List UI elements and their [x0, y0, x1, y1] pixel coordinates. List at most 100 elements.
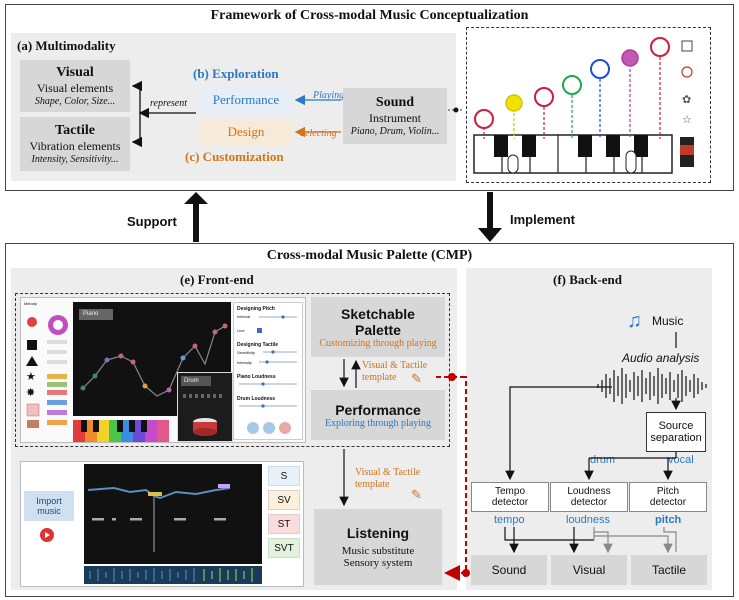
visual-line2: Shape, Color, Size... [34, 96, 116, 107]
app-drum-visual [183, 394, 222, 436]
svg-text:✸: ✸ [26, 387, 35, 399]
tactile-title: Tactile [55, 123, 95, 138]
pitch-label: pitch [655, 514, 682, 526]
exploration-label: (b) Exploration [193, 66, 279, 81]
implement-label: Implement [510, 212, 576, 227]
app-color-swatches [47, 340, 67, 425]
frontend-label: (e) Front-end [180, 272, 254, 287]
mode-s-button[interactable]: S [268, 466, 300, 486]
output-visual-text: Visual [572, 563, 606, 577]
frontend-dashed-group [15, 293, 450, 447]
app-drum-tag: Drum [181, 376, 211, 386]
framework-container [5, 4, 734, 191]
app-sliders [239, 315, 297, 434]
performance-text: Performance [212, 92, 280, 107]
app-designing-tactile: Designing Tactile [237, 342, 279, 348]
drum-icon [193, 418, 217, 436]
design-text: Design [227, 124, 265, 139]
selecting-label: Selecting [300, 128, 337, 139]
tactile-box: Tactile Vibration elements Intensity, Se… [20, 117, 130, 171]
vt-template-label-2: Visual & Tactile template [355, 467, 421, 490]
cmp-title: Cross-modal Music Palette (CMP) [266, 248, 473, 263]
sketchable-sub: Customizing through playing [319, 337, 437, 349]
app-piano-tag: Piano [79, 309, 113, 320]
import-music-label: Import music [36, 496, 62, 516]
app-drum-loudness: Drum Loudness [237, 396, 276, 402]
backend-label: (f) Back-end [553, 272, 622, 287]
app-colored-keyboard [73, 420, 169, 442]
app-settings-panel [233, 302, 303, 440]
tempo-label: tempo [494, 514, 525, 526]
sound-title: Sound [375, 95, 415, 110]
audio-waveform [597, 368, 707, 404]
app-intensity: Intensity [237, 360, 252, 365]
mode-st-button[interactable]: ST [268, 514, 300, 534]
import-music-button[interactable]: Import music [24, 491, 74, 521]
output-sound-box: Sound [471, 555, 547, 585]
listening-title: Listening [346, 525, 410, 541]
app-piano-loudness: Piano Loudness [237, 374, 276, 380]
listening-box: Listening Music substitute Sensory syste… [314, 509, 442, 585]
app-melody-label: Melody [24, 301, 37, 306]
mode-svt-button[interactable]: SVT [268, 538, 300, 558]
tactile-line1: Vibration elements [29, 139, 121, 153]
sound-line1: Instrument [369, 111, 421, 125]
mode-sv-label: SV [277, 494, 291, 506]
tempo-detector-box: Tempo detector [471, 482, 549, 512]
paint-brush-icon-2: ✎ [411, 487, 422, 502]
sound-box: Sound Instrument Piano, Drum, Violin... [343, 88, 447, 144]
output-tactile-text: Tactile [651, 563, 686, 577]
vocal-label: vocal [668, 454, 694, 466]
represent-label: represent [150, 98, 188, 109]
source-separation-text: Source separation [650, 420, 702, 444]
pitch-detector-text: Pitch detector [649, 486, 687, 508]
listening-waveform [84, 566, 262, 584]
paint-brush-icon: ✎ [411, 371, 422, 386]
cmp-container [5, 243, 734, 597]
audio-analysis-label: Audio analysis [622, 351, 700, 365]
design-box: Design [200, 119, 292, 145]
app-interval: Interval [237, 314, 251, 319]
mode-svt-label: SVT [274, 542, 294, 554]
customization-label: (c) Customization [185, 149, 284, 164]
listening-visual [87, 484, 231, 552]
visual-title: Visual [56, 65, 94, 80]
output-sound-text: Sound [491, 563, 527, 577]
playing-label: Playing [313, 90, 345, 101]
visual-box: Visual Visual elements Shape, Color, Siz… [20, 60, 130, 112]
svg-text:✿: ✿ [682, 94, 691, 106]
play-icon[interactable] [40, 528, 54, 542]
pitch-detector-box: Pitch detector [629, 482, 707, 512]
loudness-detector-text: Loudness detector [567, 486, 611, 508]
tool-palette-icon: ✿ ☆ [680, 40, 694, 167]
listening-canvas [84, 464, 262, 564]
performance-panel-box: Performance Exploring through playing [311, 390, 445, 440]
piano-illustration-svg: ✿ ☆ [472, 32, 694, 176]
mode-s-label: S [280, 470, 288, 482]
performance-box: Performance [200, 87, 292, 113]
music-note-icon: ♫ [627, 310, 642, 332]
drum-label: drum [590, 454, 616, 466]
vt-template-label-1: Visual & Tactile template [362, 360, 428, 383]
output-visual-box: Visual [551, 555, 627, 585]
support-implement-arrows [184, 192, 502, 242]
loudness-detector-box: Loudness detector [550, 482, 628, 512]
mode-sv-button[interactable]: SV [268, 490, 300, 510]
sketchable-palette-box: Sketchable Palette Customizing through p… [311, 297, 445, 357]
frontend-performance-sub: Exploring through playing [324, 417, 432, 429]
output-tactile-box: Tactile [631, 555, 707, 585]
music-label: Music [652, 314, 684, 328]
app-color-wheel [48, 315, 68, 335]
sketchable-title: Sketchable Palette [341, 305, 415, 338]
sound-line2: Piano, Drum, Violin... [350, 126, 440, 137]
framework-arrows [131, 80, 464, 148]
app-sensitivity: Sensitivity [237, 350, 256, 355]
mode-st-label: ST [277, 518, 291, 530]
loudness-label: loudness [566, 514, 611, 526]
app-designing-pitch: Designing Pitch [237, 306, 275, 312]
app-shape-tools: ★ ✸ [26, 317, 40, 428]
source-separation-box: Source separation [646, 412, 706, 452]
support-label: Support [127, 214, 177, 229]
svg-text:★: ★ [26, 371, 36, 383]
